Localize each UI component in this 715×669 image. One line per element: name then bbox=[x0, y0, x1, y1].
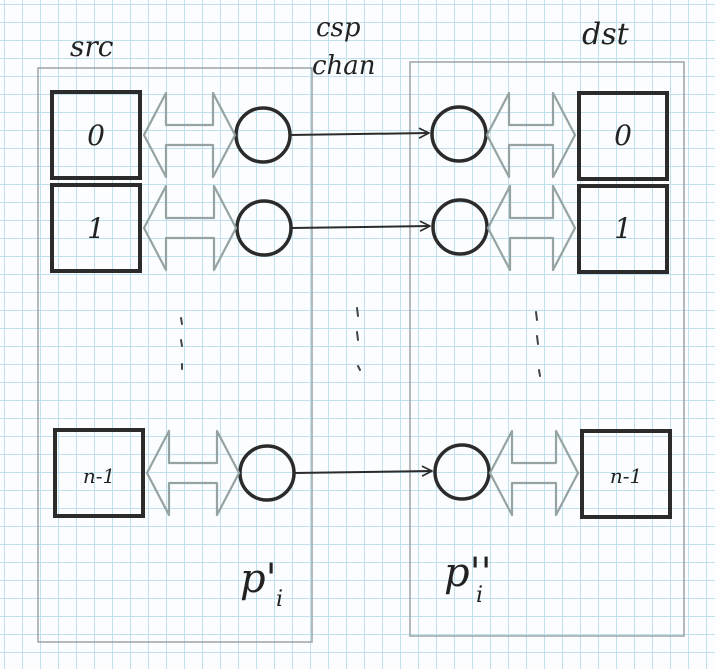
ellipsis-dst bbox=[535, 311, 541, 377]
src-channel-endpoint bbox=[234, 106, 292, 164]
svg-text:i: i bbox=[276, 587, 283, 612]
dst-channel-endpoint bbox=[431, 198, 489, 256]
dst-index-box: n-1 bbox=[580, 429, 672, 519]
src-process-container bbox=[37, 67, 313, 643]
svg-text:p': p' bbox=[240, 556, 277, 602]
dst-label: dst bbox=[582, 17, 630, 52]
src-channel-endpoint bbox=[238, 444, 296, 502]
dst-double-arrow bbox=[488, 429, 580, 517]
src-double-arrow bbox=[145, 429, 241, 517]
chan-label: chan bbox=[312, 51, 376, 81]
dst-index-label: 0 bbox=[614, 119, 632, 152]
channel-arrow bbox=[290, 226, 430, 228]
dst-index-label: 1 bbox=[614, 212, 632, 245]
dst-index-box: 1 bbox=[577, 184, 669, 274]
src-double-arrow bbox=[142, 184, 238, 272]
csp-label: csp bbox=[316, 13, 361, 43]
channel-row: n-1 n-1 bbox=[53, 428, 672, 519]
channel-arrow bbox=[293, 471, 432, 473]
dst-double-arrow bbox=[486, 184, 577, 272]
src-index-box: n-1 bbox=[53, 428, 145, 518]
src-label: src bbox=[70, 30, 114, 63]
dst-double-arrow bbox=[485, 91, 577, 179]
src-process-label: p' i bbox=[240, 556, 283, 612]
src-index-label: 0 bbox=[87, 119, 105, 152]
src-index-box: 0 bbox=[50, 90, 142, 180]
svg-text:p'': p'' bbox=[444, 550, 492, 596]
dst-process-label: p'' i bbox=[444, 550, 492, 608]
src-index-label: 1 bbox=[87, 212, 105, 245]
ellipsis-src bbox=[180, 317, 183, 370]
dst-channel-endpoint bbox=[433, 443, 491, 501]
dst-index-box: 0 bbox=[577, 91, 669, 181]
src-double-arrow bbox=[142, 91, 237, 179]
channel-arrow bbox=[289, 133, 429, 135]
src-index-label: n-1 bbox=[83, 464, 115, 488]
dst-index-label: n-1 bbox=[610, 464, 642, 488]
svg-text:i: i bbox=[476, 583, 483, 608]
src-index-box: 1 bbox=[50, 183, 142, 273]
ellipsis-chan bbox=[356, 307, 361, 371]
dst-channel-endpoint bbox=[430, 105, 488, 163]
dst-process-container bbox=[409, 61, 685, 637]
src-channel-endpoint bbox=[235, 199, 293, 257]
